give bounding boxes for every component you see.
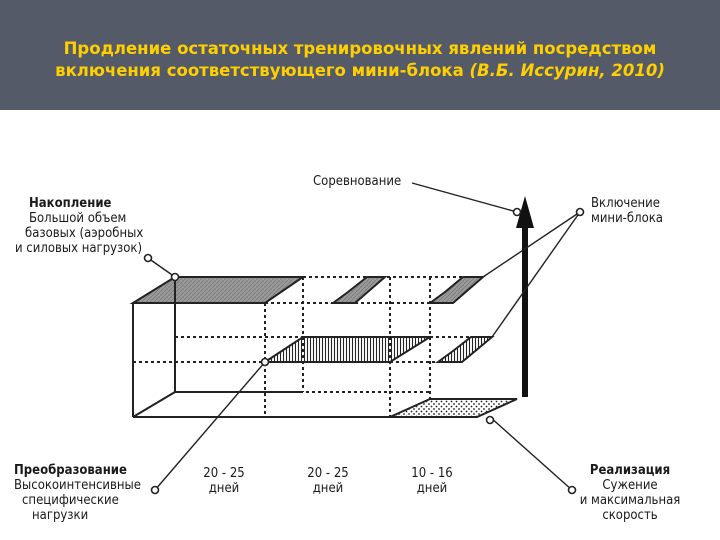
accumulation-line-3: и силовых нагрузок) — [15, 241, 143, 256]
competition-arrow — [516, 196, 534, 397]
title-citation: (В.Б. Иссурин, 2010) — [469, 61, 665, 80]
accumulation-line-2: базовых (аэробных — [25, 226, 144, 241]
duration-transformation-unit: дней — [312, 481, 344, 496]
transformation-label: Преобразование Высокоинтенсивные специфи… — [14, 463, 141, 523]
duration-transformation: 20 - 25 дней — [296, 466, 360, 496]
duration-transformation-range: 20 - 25 — [307, 466, 349, 481]
duration-accumulation-range: 20 - 25 — [203, 466, 245, 481]
accumulation-title: Накопление — [29, 196, 112, 211]
duration-accumulation-unit: дней — [208, 481, 240, 496]
miniblock-label: Включение мини-блока — [591, 196, 663, 226]
mini-block-accumulation-2 — [426, 276, 486, 304]
transformation-plane — [261, 336, 434, 363]
transformation-line-3: нагрузки — [32, 508, 89, 523]
duration-realization-unit: дней — [416, 481, 448, 496]
realization-label: Реализация Сужение и максимальная скорос… — [570, 463, 690, 523]
accumulation-line-1: Большой объем — [29, 211, 127, 226]
accumulation-label: Накопление Большой объем базовых (аэробн… — [15, 196, 143, 256]
training-blocks-diagram — [129, 182, 585, 495]
header-bar: Продление остаточных тренировочных явлен… — [0, 0, 720, 110]
realization-line-1: Сужение — [602, 478, 658, 493]
accumulation-plane — [129, 276, 307, 304]
title-line-1: Продление остаточных тренировочных явлен… — [63, 39, 657, 58]
competition-label: Соревнование — [313, 174, 402, 189]
realization-title: Реализация — [589, 463, 671, 478]
dotted-guides — [133, 276, 492, 417]
block-frame — [129, 276, 518, 418]
mini-block-accumulation-1 — [329, 276, 388, 304]
miniblock-label-line-2: мини-блока — [591, 211, 663, 226]
miniblock-label-line-1: Включение — [591, 196, 660, 211]
transformation-line-1: Высокоинтенсивные — [14, 478, 141, 493]
mini-block-transformation — [434, 336, 495, 363]
pointer-lines — [147, 182, 581, 491]
duration-realization-range: 10 - 16 — [411, 466, 453, 481]
transformation-title: Преобразование — [14, 463, 127, 478]
realization-line-3: скорость — [602, 508, 658, 523]
transformation-line-2: специфические — [22, 493, 119, 508]
realization-line-2: и максимальная — [579, 493, 681, 508]
realization-plane — [389, 398, 518, 418]
title-line-2: включения соответствующего мини-блока (В… — [0, 60, 720, 82]
title-line-2-text: включения соответствующего мини-блока — [55, 61, 470, 80]
pointer-dots — [143, 207, 585, 495]
duration-accumulation: 20 - 25 дней — [192, 466, 256, 496]
page-title: Продление остаточных тренировочных явлен… — [0, 38, 720, 82]
duration-realization: 10 - 16 дней — [400, 466, 464, 496]
